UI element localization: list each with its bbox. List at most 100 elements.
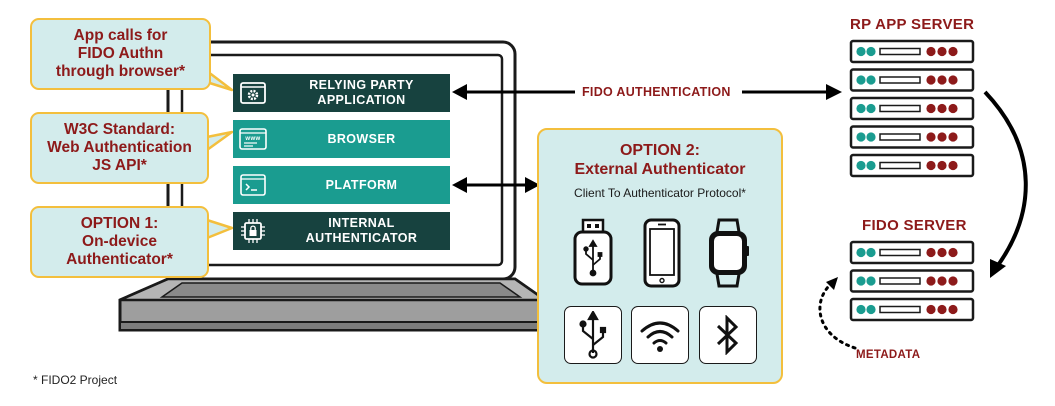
rp-server-led (866, 46, 876, 57)
option2-title-line1: OPTION 2: (619, 142, 700, 159)
callout-app-line3: through browser* (55, 63, 186, 80)
fido-server-stack (849, 240, 975, 322)
fido-server-unit (849, 240, 975, 265)
laptop-front-edge (119, 321, 546, 331)
metadata-arrow (818, 281, 857, 350)
rp-server-led (926, 160, 936, 171)
rp-server-unit (849, 68, 975, 92)
layer-browser-label: BROWSER (327, 131, 396, 146)
browser-icon-text: www (244, 136, 260, 142)
layer-relying-party-application: RELYING PARTY APPLICATION (233, 74, 450, 112)
layer-platform: PLATFORM (233, 166, 450, 204)
rp-server-led (948, 75, 958, 85)
fido-server-led (926, 276, 936, 286)
fido-arrow-right-head (826, 84, 842, 100)
option2-title-line2: External Authenticator (574, 161, 746, 178)
rp-server-led (926, 75, 936, 85)
fido-server-slot (879, 305, 921, 314)
fido-server-led (866, 276, 876, 286)
option2-subtitle: Client To Authenticator Protocol* (574, 186, 746, 200)
rp-server-led (926, 132, 936, 142)
nfc-transport-tile (631, 306, 689, 364)
browser-window-icon: www (233, 120, 273, 158)
layer-internal-authenticator: INTERNAL AUTHENTICATOR (233, 212, 450, 250)
rp-server-led (948, 46, 958, 57)
rp-server-led (856, 75, 866, 85)
rp-server-unit (849, 153, 975, 178)
callout-w3c-line3: JS API* (92, 157, 147, 174)
rp-server-led (937, 132, 947, 142)
fido-server-led (948, 276, 958, 286)
fido-server-unit (849, 297, 975, 322)
rp-server-unit (849, 39, 975, 64)
layer-internal-line1: INTERNAL (328, 216, 395, 230)
layer-rp-line2: APPLICATION (317, 93, 406, 107)
rp-server-led (866, 75, 876, 85)
rp-server-led (856, 160, 866, 171)
rp-server-led (856, 103, 866, 114)
rp-to-fido-arrow (983, 90, 1028, 270)
rp-server-slot (879, 104, 921, 113)
terminal-icon (233, 166, 273, 204)
layer-platform-label: PLATFORM (325, 177, 398, 192)
metadata-arrow-head (826, 277, 838, 290)
rp-server-led (937, 103, 947, 114)
option2-panel: OPTION 2: External Authenticator Client … (537, 128, 783, 384)
fido-server-slot (879, 248, 921, 257)
rp-server-led (866, 103, 876, 114)
rp-server-slot (879, 133, 921, 141)
fido-authentication-label: FIDO AUTHENTICATION (582, 85, 731, 99)
gear-window-icon (233, 74, 273, 112)
fido-arrow-left-head (452, 84, 467, 100)
callout-app-line2: FIDO Authn (77, 45, 164, 62)
rp-server-led (926, 46, 936, 57)
laptop-keyboard (159, 282, 523, 298)
rp-server-slot (879, 161, 921, 170)
bluetooth-transport-tile (699, 306, 757, 364)
footnote: * FIDO2 Project (33, 373, 118, 387)
rp-to-fido-arrow-head (990, 259, 1006, 278)
callout-w3c: W3C Standard: Web Authentication JS API* (30, 112, 209, 184)
layer-browser: www BROWSER (233, 120, 450, 158)
rp-server-led (866, 160, 876, 171)
fido-server-unit (849, 269, 975, 293)
usb-icon (579, 311, 607, 359)
rp-app-server-stack (849, 39, 975, 178)
callout-app-line1: App calls for (73, 27, 168, 44)
ctap-arrow-left-head (452, 177, 467, 193)
fido-server-led (926, 247, 936, 258)
fido-server-led (856, 247, 866, 258)
fido-server-led (926, 304, 936, 315)
fido-server-led (866, 304, 876, 315)
callout-option1-line1: OPTION 1: (80, 215, 159, 232)
rp-server-led (937, 75, 947, 85)
fido-server-led (937, 304, 947, 315)
callout-option1-line2: On-device (82, 233, 157, 250)
metadata-label: METADATA (856, 349, 921, 361)
fido-server-led (937, 276, 947, 286)
fido-server-title: FIDO SERVER (862, 217, 967, 234)
layer-internal-line2: AUTHENTICATOR (305, 231, 418, 245)
fido-server-led (948, 247, 958, 258)
rp-server-led (926, 103, 936, 114)
usb-key-icon (573, 218, 613, 286)
fido-server-led (856, 304, 866, 315)
fido-server-led (937, 247, 947, 258)
rp-server-led (937, 160, 947, 171)
rp-app-server-title: RP APP SERVER (850, 16, 975, 33)
callout-w3c-line1: W3C Standard: (63, 121, 176, 138)
fido-server-led (948, 304, 958, 315)
rp-server-led (948, 132, 958, 142)
rp-server-led (856, 46, 866, 57)
fido-server-led (856, 276, 866, 286)
layer-rp-line1: RELYING PARTY (309, 78, 414, 92)
rp-server-led (937, 46, 947, 57)
nfc-wireless-icon (640, 321, 680, 352)
callout-option1-line3: Authenticator* (66, 251, 173, 268)
fido-server-led (866, 247, 876, 258)
rp-server-slot (879, 47, 921, 56)
rp-server-slot (879, 76, 921, 84)
rp-server-unit (849, 96, 975, 121)
rp-server-unit (849, 125, 975, 149)
callout-option1: OPTION 1: On-device Authenticator* (30, 206, 209, 278)
